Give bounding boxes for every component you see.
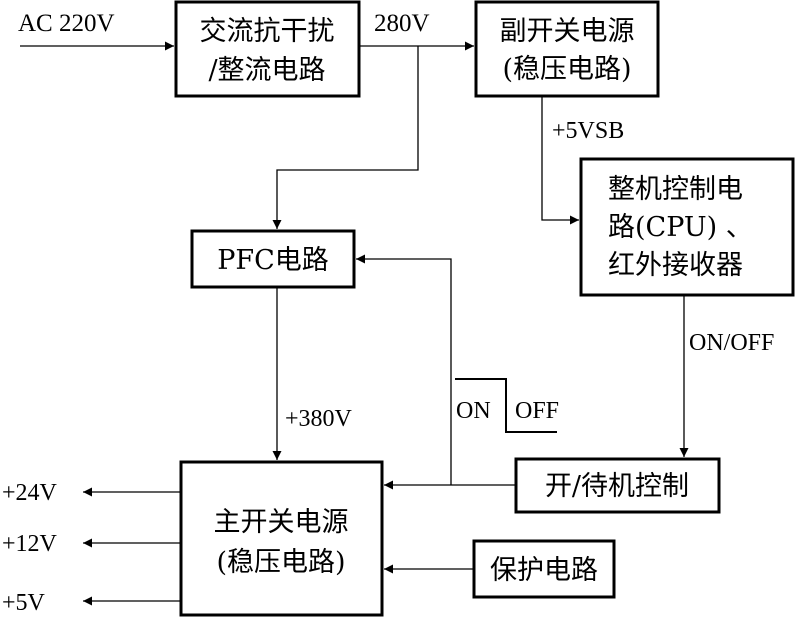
main-power-block: 主开关电源 (稳压电路) — [179, 460, 384, 617]
aux-to-cpu-arrow — [541, 96, 579, 225]
output-5v-label: +5V — [2, 590, 46, 616]
pfc-label: PFC电路 — [217, 245, 329, 276]
vsb-label: +5VSB — [552, 118, 624, 144]
standby-to-pfc-arrow — [356, 254, 452, 485]
emi-rectifier-line2: /整流电路 — [208, 55, 325, 86]
protection-block: 保护电路 — [472, 539, 616, 599]
pfc-block: PFC电路 — [190, 229, 356, 289]
dc-380v-label: +380V — [285, 406, 353, 432]
dc-280v-label: 280V — [374, 10, 430, 37]
cpu-ir-line3: 红外接收器 — [608, 250, 743, 281]
on-off-label: ON/OFF — [689, 330, 774, 356]
emi-rectifier-block: 交流抗干扰 /整流电路 — [174, 0, 361, 98]
auxiliary-power-line2: (稳压电路) — [502, 54, 631, 85]
main-power-line1: 主开关电源 — [214, 507, 349, 538]
protection-label: 保护电路 — [490, 555, 598, 586]
auxiliary-power-line1: 副开关电源 — [500, 16, 635, 47]
cpu-ir-line2: 路(CPU) 、 — [608, 212, 753, 243]
switch-off-label: OFF — [515, 398, 559, 424]
output-24v-label: +24V — [2, 480, 58, 506]
main-power-line2: (稳压电路) — [216, 547, 345, 578]
cpu-ir-line1: 整机控制电 — [608, 174, 743, 205]
on-off-waveform — [455, 378, 557, 433]
cpu-ir-control-block: 整机控制电 路(CPU) 、 红外接收器 — [579, 157, 795, 297]
switch-on-label: ON — [456, 398, 491, 424]
emi-rectifier-line1: 交流抗干扰 — [200, 16, 335, 47]
rectifier-to-pfc-arrow — [272, 46, 419, 229]
auxiliary-power-block: 副开关电源 (稳压电路) — [474, 0, 660, 98]
standby-control-block: 开/待机控制 — [514, 457, 721, 514]
standby-control-label: 开/待机控制 — [545, 471, 689, 502]
output-12v-label: +12V — [2, 531, 58, 557]
ac-input-label: AC 220V — [18, 10, 115, 37]
